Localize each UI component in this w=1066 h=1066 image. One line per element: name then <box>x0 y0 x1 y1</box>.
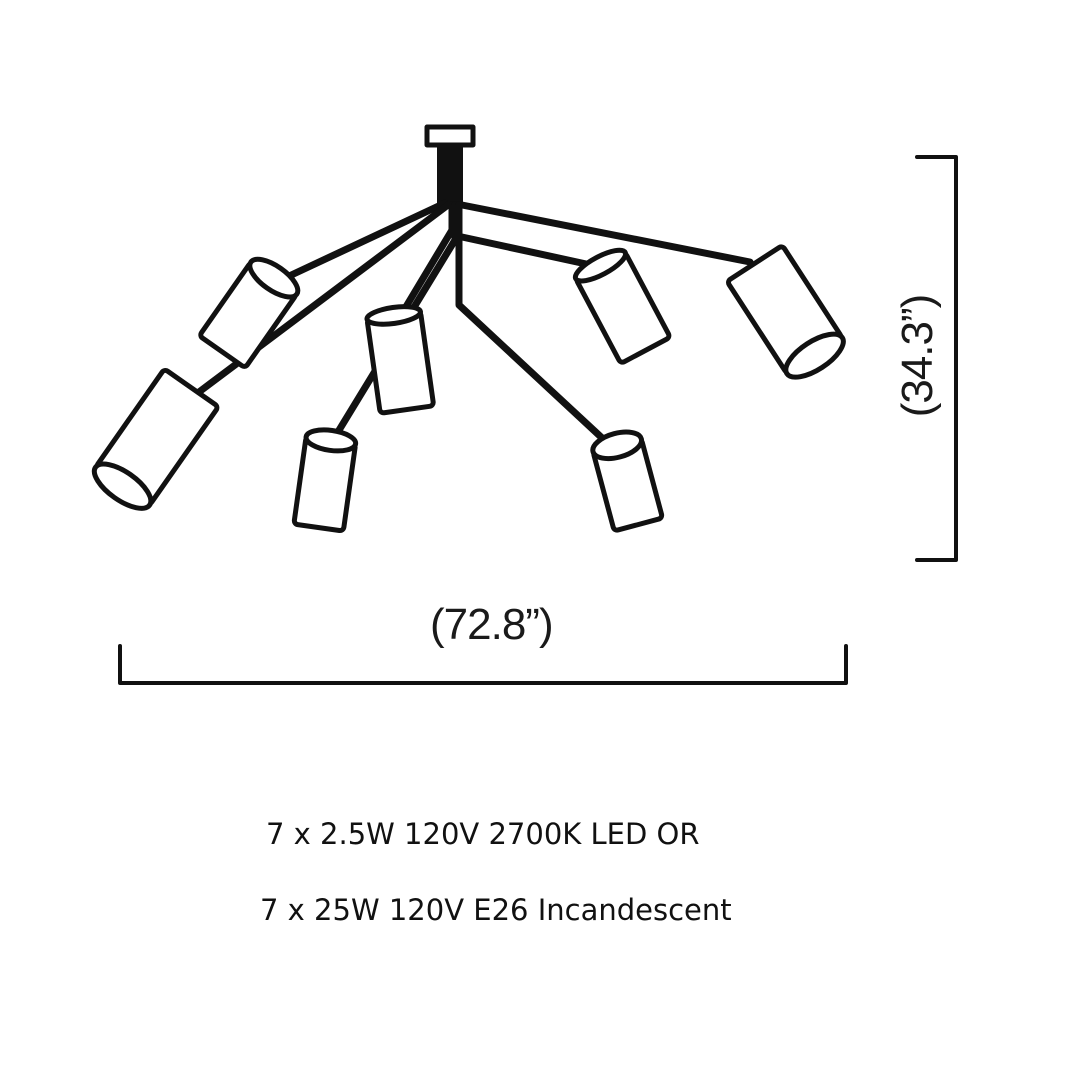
width-dimension-label: (72.8”) <box>430 600 554 649</box>
width-dimension-line <box>118 644 848 685</box>
height-dimension-label: (34.3”) <box>893 294 942 418</box>
shade-2 <box>91 367 220 511</box>
shade-6 <box>726 244 846 380</box>
height-dimension-line <box>915 155 958 562</box>
shade-7 <box>590 429 665 533</box>
shade-3 <box>364 304 436 416</box>
shade-4 <box>291 427 359 534</box>
spec-incandescent: 7 x 25W 120V E26 Incandescent <box>260 893 732 927</box>
canopy <box>424 124 476 148</box>
arms <box>191 199 754 454</box>
stem <box>437 145 463 203</box>
spec-led: 7 x 2.5W 120V 2700K LED OR <box>266 817 700 851</box>
shade-1 <box>198 256 301 369</box>
shades <box>91 244 846 534</box>
shade-5 <box>572 247 672 365</box>
